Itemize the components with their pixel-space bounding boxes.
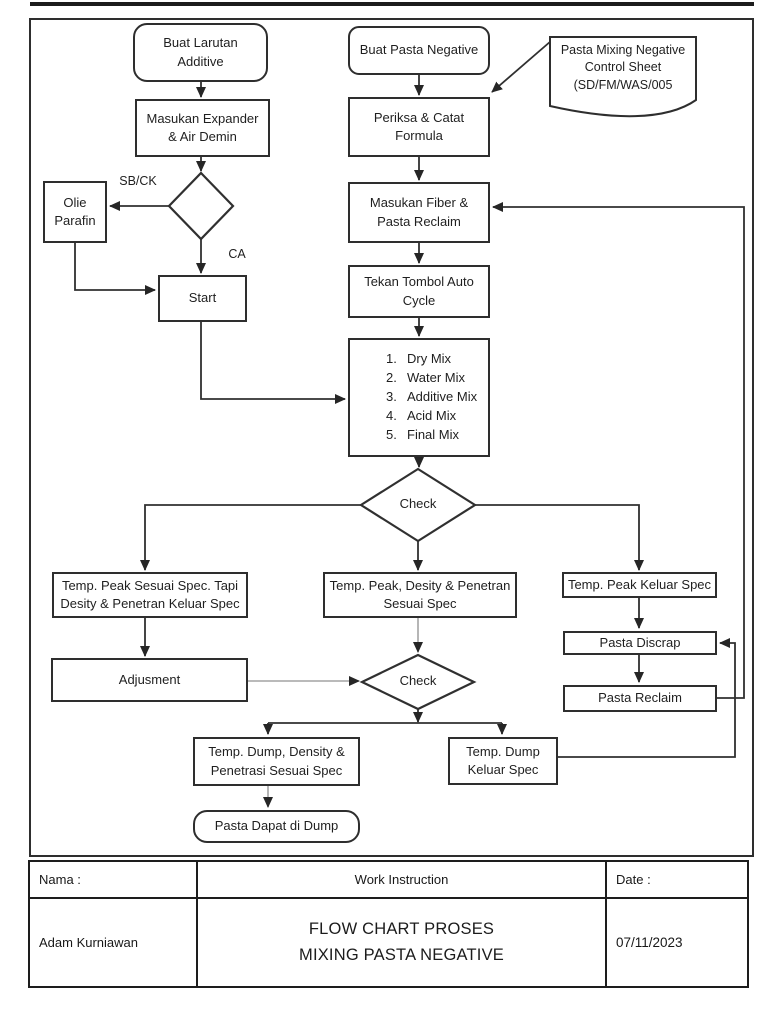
- arrow-dumpkeluar-to-discrap: [558, 638, 736, 758]
- mix-step-number: 4.: [386, 408, 397, 424]
- footer-nama-value-cell: Adam Kurniawan: [30, 899, 198, 986]
- mix-step-row: 4. Acid Mix: [386, 407, 456, 426]
- footer-date-value-cell: 07/11/2023: [616, 935, 683, 950]
- branch-label-ca: CA: [228, 247, 246, 261]
- check1-label: Check: [399, 496, 437, 511]
- decision-diamond-1: [167, 171, 235, 241]
- mix-step-number: 1.: [386, 351, 397, 367]
- footer-date-label-cell: Date :: [607, 862, 747, 899]
- mix-step-number: 5.: [386, 427, 397, 443]
- mix-step-label: Dry Mix: [407, 351, 452, 367]
- arrow-reclaim-feedback-to-fiber: [492, 202, 745, 699]
- check2-label: Check: [399, 673, 437, 688]
- node-masukan-fiber-reclaim: Masukan Fiber & Pasta Reclaim: [348, 182, 490, 243]
- top-rule-line: [30, 2, 754, 6]
- mix-step-label: Acid Mix: [407, 408, 457, 424]
- node-masukan-expander: Masukan Expander & Air Demin: [135, 99, 270, 157]
- node-buat-pasta-negative: Buat Pasta Negative: [348, 26, 490, 75]
- flowchart-border-frame: [29, 18, 754, 857]
- node-tekan-tombol-auto-cycle: Tekan Tombol Auto Cycle: [348, 265, 490, 318]
- footer-work-instruction-cell: Work Instruction: [198, 862, 607, 899]
- mix-step-label: Additive Mix: [407, 389, 478, 405]
- mix-step-row: 1. Dry Mix: [386, 350, 451, 369]
- arrow-start-to-mixlist: [200, 322, 346, 404]
- footer-table: Nama : Work Instruction Date : Adam Kurn…: [28, 860, 749, 988]
- footer-title-cell: FLOW CHART PROSES MIXING PASTA NEGATIVE: [198, 899, 607, 986]
- mix-step-row: 3. Additive Mix: [386, 388, 477, 407]
- arrow-document-to-periksa: [491, 40, 552, 93]
- arrow-check1-left-branch: [140, 504, 362, 571]
- node-temp-dump-keluar-spec: Temp. Dump Keluar Spec: [448, 737, 558, 785]
- mix-step-number: 2.: [386, 370, 397, 386]
- arrow-check1-right-branch: [474, 504, 644, 571]
- branch-label-sb-ck: SB/CK: [119, 174, 157, 188]
- node-periksa-catat-formula: Periksa & Catat Formula: [348, 97, 490, 157]
- document-note-text: Pasta Mixing Negative Control Sheet (SD/…: [560, 43, 686, 92]
- footer-nama-label-cell: Nama :: [30, 862, 198, 899]
- mix-step-row: 5. Final Mix: [386, 426, 459, 445]
- node-temp-peak-sesuai-tapi-keluar: Temp. Peak Sesuai Spec. Tapi Desity & Pe…: [52, 572, 248, 618]
- node-adjusment: Adjusment: [51, 658, 248, 702]
- node-temp-peak-desity-sesuai: Temp. Peak, Desity & Penetran Sesuai Spe…: [323, 572, 517, 618]
- node-pasta-dapat-di-dump: Pasta Dapat di Dump: [193, 810, 360, 843]
- node-start: Start: [158, 275, 247, 322]
- node-temp-dump-density-sesuai: Temp. Dump, Density & Penetrasi Sesuai S…: [193, 737, 360, 786]
- mix-step-row: 2. Water Mix: [386, 369, 465, 388]
- node-pasta-reclaim: Pasta Reclaim: [563, 685, 717, 712]
- mix-step-number: 3.: [386, 389, 397, 405]
- node-pasta-discrap: Pasta Discrap: [563, 631, 717, 655]
- document-shape: [549, 36, 697, 118]
- node-buat-larutan-additive: Buat Larutan Additive: [133, 23, 268, 82]
- node-olie-parafin: Olie Parafin: [43, 181, 107, 243]
- node-mix-steps-list: 1. Dry Mix 2. Water Mix 3. Additive Mix …: [348, 338, 490, 457]
- node-temp-peak-keluar-spec: Temp. Peak Keluar Spec: [562, 572, 717, 598]
- arrow-olie-to-start: [74, 243, 156, 295]
- mix-step-label: Final Mix: [407, 427, 460, 443]
- mix-step-label: Water Mix: [407, 370, 466, 386]
